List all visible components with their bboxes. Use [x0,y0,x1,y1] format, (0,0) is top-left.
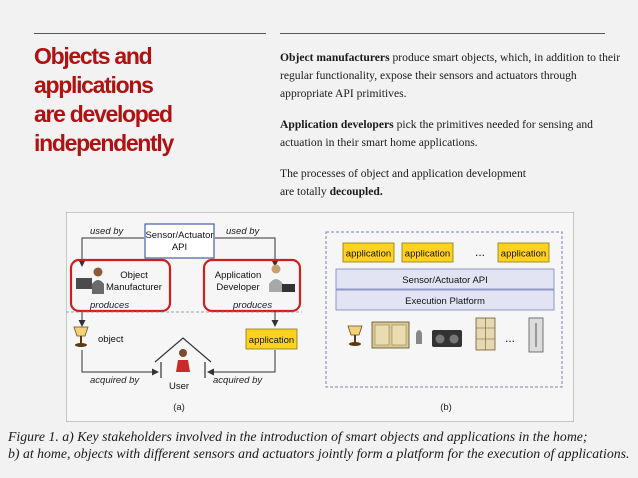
panel-label-b: (b) [440,402,452,413]
radio-icon [432,330,462,347]
bold-term: Object manufacturers [280,51,390,64]
acquired-by-label: acquired by [213,375,263,386]
paragraph-text: are totally [280,185,330,198]
title-line: are developed [34,101,173,127]
panel-a: used by used by Sensor/Actuator API Obje… [66,223,302,413]
used-by-arrow-right [215,237,279,267]
title-line: Objects and applications [34,43,154,98]
developer-highlight [202,258,302,313]
lamp-icon [347,325,363,346]
house-wall-icon [160,362,206,378]
house-roof-icon [154,337,212,363]
acquired-by-label: acquired by [90,375,140,386]
application-box [342,242,395,263]
api-layer-label: Sensor/Actuator API [402,275,488,286]
paragraph-text: produce smart objects, which, in additio… [280,51,621,100]
slide-title: Objects and applications are developed i… [34,42,269,158]
manufacturer-highlight [69,258,172,313]
bold-term: Application developers [280,118,394,131]
api-box [144,223,215,259]
caption-line: b) at home, objects with different senso… [8,446,630,461]
api-box-label: API [172,242,187,253]
title-line: independently [34,130,174,156]
used-by-arrow-left [78,237,144,267]
application-box [245,328,298,350]
developer-label: Application [215,270,261,281]
slide-body: Object manufacturers produce smart objec… [280,49,625,214]
figure-caption: Figure 1. a) Key stakeholders involved i… [8,428,632,462]
developer-person-icon [269,264,295,292]
window-icon [475,317,496,351]
manufacturer-label: Object [120,270,148,281]
application-label: application [501,249,546,260]
paragraph-decoupled: The processes of object and application … [280,165,625,201]
application-box [497,242,550,263]
object-label: object [98,334,124,345]
user-label: User [169,381,189,392]
platform-layer [335,289,555,311]
paragraph-developers: Application developers pick the primitiv… [280,116,625,152]
application-box [401,242,454,263]
thermostat-icon [528,317,544,353]
api-layer [335,268,555,290]
top-rule-right [280,33,605,34]
user-icon [176,349,190,372]
produces-label: produces [232,300,272,311]
paragraph-manufacturers: Object manufacturers produce smart objec… [280,49,625,103]
application-label: application [249,335,294,346]
panel-label-a: (a) [173,402,185,413]
application-label: application [405,249,450,260]
devices-ellipsis: ... [505,331,515,345]
manufacturer-label: Manufacturer [106,282,162,293]
top-rule-left [34,33,266,34]
platform-frame [325,231,563,388]
developer-label: Developer [216,282,259,293]
phone-icon [416,330,422,344]
fridge-icon [371,321,410,349]
paragraph-text: pick the primitives needed for sensing a… [280,118,593,149]
acquired-by-arrow-right [207,350,276,376]
lamp-icon [73,326,89,347]
platform-layer-label: Execution Platform [405,296,485,307]
used-by-label: used by [226,226,261,237]
produces-label: produces [89,300,129,311]
application-label: application [346,249,391,260]
panel-b: application application ... application … [325,231,563,413]
apps-ellipsis: ... [475,245,485,259]
used-by-label: used by [90,226,125,237]
paragraph-text: The processes of object and application … [280,167,526,180]
acquired-by-arrow-left [81,350,159,376]
manufacturer-person-icon [76,267,104,294]
caption-line: Figure 1. a) Key stakeholders involved i… [8,429,588,444]
api-box-label: Sensor/Actuator [145,230,213,241]
bold-term: decoupled. [329,185,383,198]
stakeholder-figure: used by used by Sensor/Actuator API Obje… [66,212,574,422]
